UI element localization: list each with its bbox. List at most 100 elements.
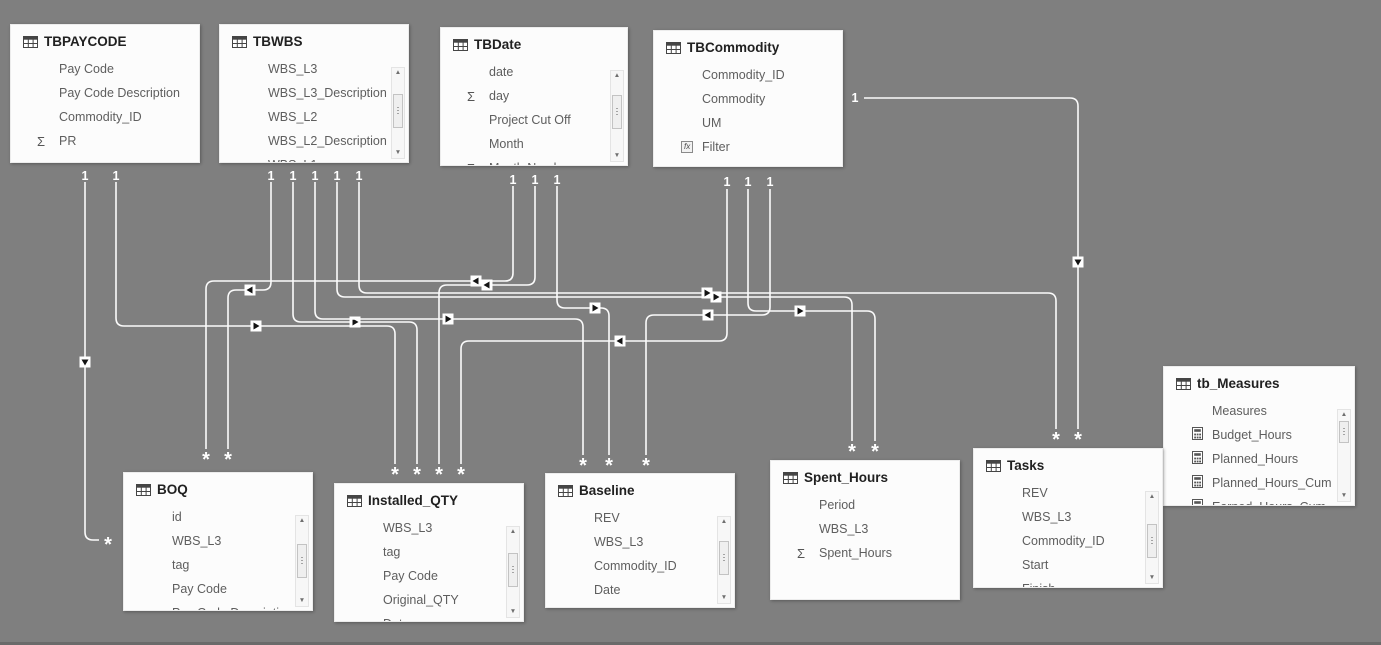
field-row[interactable]: Planned_Hours_Cum	[1164, 472, 1354, 496]
scroll-down-arrow[interactable]: ▼	[509, 608, 517, 615]
relationship-tbwbs-installed-qty[interactable]: 1 *	[290, 169, 422, 486]
field-row[interactable]: WBS_L2	[220, 106, 408, 130]
field-row[interactable]: WBS_L3	[124, 530, 312, 554]
relationship-tbdate-boq[interactable]: 1 *	[202, 173, 516, 471]
field-row[interactable]: Commodity	[654, 88, 842, 112]
scroll-up-arrow[interactable]: ▲	[613, 72, 621, 79]
field-row[interactable]: date	[441, 61, 627, 85]
scroll-thumb[interactable]	[393, 94, 403, 128]
relationship-tbcommodity-tasks[interactable]: 1 *	[852, 91, 1084, 451]
field-row[interactable]: WBS_L3	[974, 506, 1162, 530]
scroll-up-arrow[interactable]: ▲	[720, 518, 728, 525]
scroll-up-arrow[interactable]: ▲	[509, 528, 517, 535]
relationship-tbcommodity-installed-qty[interactable]: 1 *	[457, 175, 730, 486]
scroll-thumb[interactable]	[1147, 524, 1157, 558]
scroll-thumb[interactable]	[719, 541, 729, 575]
field-row[interactable]: WBS_L3	[335, 517, 523, 541]
field-row[interactable]: Commodity_ID	[654, 64, 842, 88]
field-row[interactable]: REV	[974, 482, 1162, 506]
field-row[interactable]: Period	[771, 494, 959, 518]
field-row[interactable]: UM	[654, 112, 842, 136]
relationship-tbwbs-baseline[interactable]: 1 *	[312, 169, 588, 477]
table-card-boq[interactable]: BOQ id WBS_L3 tag Pay Code Pay Code Desc…	[123, 472, 313, 611]
scroll-thumb[interactable]	[297, 544, 307, 578]
relationship-tbcommodity-baseline[interactable]: 1 *	[642, 175, 773, 477]
table-card-baseline[interactable]: Baseline REV WBS_L3 Commodity_ID Date ΣB…	[545, 473, 735, 608]
relationship-tbdate-installed-qty[interactable]: 1 *	[435, 173, 538, 486]
field-row[interactable]: tag	[335, 541, 523, 565]
relationship-tbpaycode-boq[interactable]: 1 *	[79, 169, 113, 556]
field-row[interactable]: Month	[441, 133, 627, 157]
field-row[interactable]: ΣBS Budget Hours Cum	[546, 603, 734, 607]
scroll-thumb[interactable]	[612, 95, 622, 129]
relationship-tbdate-baseline[interactable]: 1 *	[554, 173, 614, 477]
field-row[interactable]: Pay Code Description	[11, 82, 199, 106]
field-row[interactable]: Date	[335, 613, 523, 621]
field-row[interactable]: Commodity_ID	[974, 530, 1162, 554]
field-row[interactable]: WBS_L3	[220, 58, 408, 82]
relationship-tbwbs-tasks[interactable]: 1 *	[356, 169, 1061, 451]
scroll-thumb[interactable]	[1339, 421, 1349, 443]
scrollbar[interactable]: ▲ ▼	[506, 526, 520, 618]
scrollbar[interactable]: ▲ ▼	[1145, 491, 1159, 584]
field-row[interactable]: WBS_L1	[220, 154, 408, 162]
field-row[interactable]: WBS_L3	[546, 531, 734, 555]
field-row[interactable]: Pay Code	[11, 58, 199, 82]
field-row[interactable]: Finish	[974, 578, 1162, 587]
table-card-installed-qty[interactable]: Installed_QTY WBS_L3 tag Pay Code Origin…	[334, 483, 524, 622]
field-row[interactable]: Project Cut Off	[441, 109, 627, 133]
table-card-tbpaycode[interactable]: TBPAYCODE Pay Code Pay Code Description …	[10, 24, 200, 163]
scroll-up-arrow[interactable]: ▲	[1148, 493, 1156, 500]
scroll-up-arrow[interactable]: ▲	[298, 517, 306, 524]
relationship-tbwbs-spent-hours[interactable]: 1 *	[334, 169, 857, 463]
field-row[interactable]: Start	[974, 554, 1162, 578]
table-card-tbcommodity[interactable]: TBCommodity Commodity_ID Commodity UM fx…	[653, 30, 843, 167]
field-row[interactable]: Earned_Hours_Cum	[1164, 496, 1354, 505]
table-header: Spent_Hours	[771, 461, 959, 493]
scrollbar[interactable]: ▲ ▼	[1337, 409, 1351, 502]
field-row[interactable]: Commodity_ID	[11, 106, 199, 130]
field-row[interactable]: Commodity_ID	[546, 555, 734, 579]
relationship-tbpaycode-installed-qty[interactable]: 1 *	[113, 169, 400, 486]
field-row[interactable]: Measures	[1164, 400, 1354, 424]
scrollbar[interactable]: ▲ ▼	[717, 516, 731, 604]
table-card-tb-measures[interactable]: tb_Measures Measures Budget_Hours Planne…	[1163, 366, 1355, 506]
field-row[interactable]: WBS_L3	[771, 518, 959, 542]
table-card-tbwbs[interactable]: TBWBS WBS_L3 WBS_L3_Description WBS_L2 W…	[219, 24, 409, 163]
scroll-up-arrow[interactable]: ▲	[394, 69, 402, 76]
scroll-up-arrow[interactable]: ▲	[1340, 411, 1348, 418]
field-row[interactable]: Pay Code Description	[124, 602, 312, 610]
field-row[interactable]: Planned_Hours	[1164, 448, 1354, 472]
scroll-down-arrow[interactable]: ▼	[720, 594, 728, 601]
scroll-down-arrow[interactable]: ▼	[1148, 574, 1156, 581]
relationship-tbwbs-boq[interactable]: 1 *	[224, 169, 274, 471]
scrollbar[interactable]: ▲ ▼	[610, 70, 624, 162]
scrollbar[interactable]: ▲ ▼	[391, 67, 405, 159]
scroll-thumb[interactable]	[508, 553, 518, 587]
field-row[interactable]: id	[124, 506, 312, 530]
table-icon	[783, 472, 798, 484]
field-row[interactable]: Budget_Hours	[1164, 424, 1354, 448]
field-row[interactable]: Date	[546, 579, 734, 603]
field-row[interactable]: ΣMonth Number	[441, 157, 627, 165]
scrollbar[interactable]: ▲ ▼	[295, 515, 309, 607]
table-card-tasks[interactable]: Tasks REV WBS_L3 Commodity_ID Start Fini…	[973, 448, 1163, 588]
scroll-down-arrow[interactable]: ▼	[394, 149, 402, 156]
field-row[interactable]: REV	[546, 507, 734, 531]
field-row[interactable]: WBS_L3_Description	[220, 82, 408, 106]
field-row[interactable]: WBS_L2_Description	[220, 130, 408, 154]
field-row[interactable]: Pay Code	[124, 578, 312, 602]
scroll-down-arrow[interactable]: ▼	[1340, 492, 1348, 499]
scroll-down-arrow[interactable]: ▼	[298, 597, 306, 604]
scroll-down-arrow[interactable]: ▼	[613, 152, 621, 159]
relationship-tbcommodity-spent-hours[interactable]: 1 *	[745, 175, 880, 463]
field-row[interactable]: tag	[124, 554, 312, 578]
field-row[interactable]: Original_QTY	[335, 589, 523, 613]
field-row[interactable]: Pay Code	[335, 565, 523, 589]
